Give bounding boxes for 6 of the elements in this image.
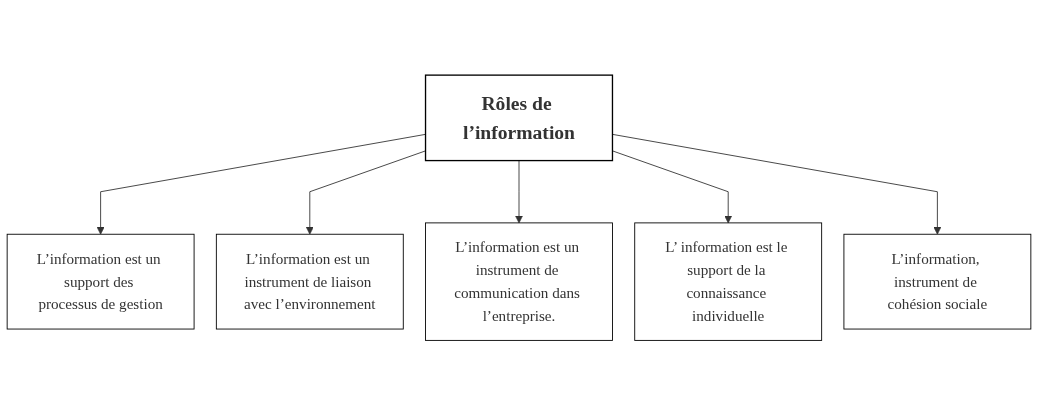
node-box: Rôles de l’information [424,74,614,162]
node-box: L’ information est le support de la connaissance individuelle [634,222,823,342]
node-box: L’information est un support des processus de gestion [6,234,195,330]
node-box: L’information est un instrument de communication dans l’entreprise. [425,222,613,342]
node-box: L’information est un instrument de liaison avec l’environnement [215,234,404,330]
node-box: L’information, instrument de cohésion sociale [843,234,1032,330]
